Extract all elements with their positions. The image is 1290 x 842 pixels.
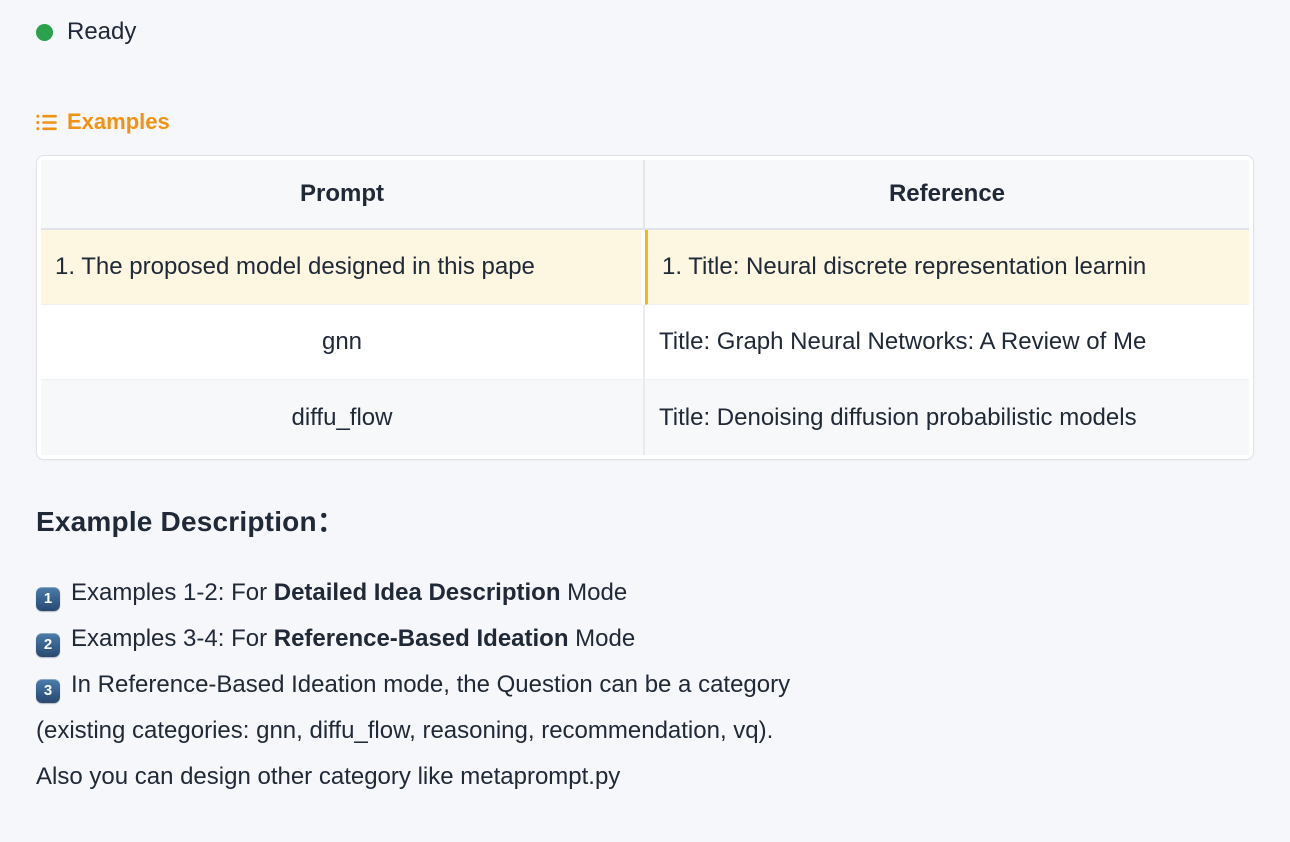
- description-text: Examples 1-2: For: [71, 579, 274, 606]
- keycap-3-icon: 3: [36, 679, 60, 703]
- table-header-row: Prompt Reference: [41, 160, 1249, 230]
- prompt-cell[interactable]: gnn: [41, 305, 645, 380]
- description-line: 1 Examples 1-2: For Detailed Idea Descrip…: [36, 570, 1254, 616]
- description-text: (existing categories: gnn, diffu_flow, r…: [36, 717, 774, 744]
- bulleted-list-icon: [36, 112, 57, 133]
- examples-table: Prompt Reference 1. The proposed model d…: [41, 160, 1249, 455]
- reference-cell[interactable]: Title: Denoising diffusion probabilistic…: [645, 380, 1249, 455]
- description-bold-text: Reference-Based Ideation: [273, 625, 569, 652]
- reference-cell[interactable]: 1. Title: Neural discrete representation…: [645, 230, 1249, 305]
- column-header-prompt: Prompt: [41, 160, 645, 230]
- description-heading: Example Description：: [36, 506, 345, 537]
- status-ready-dot-icon: [36, 23, 53, 41]
- example-row[interactable]: 1. The proposed model designed in this p…: [41, 230, 1249, 305]
- description-lines: 1 Examples 1-2: For Detailed Idea Descrip…: [36, 570, 1254, 800]
- examples-table-card: Prompt Reference 1. The proposed model d…: [36, 155, 1254, 460]
- prompt-cell[interactable]: diffu_flow: [41, 380, 645, 455]
- status-text: Ready: [67, 18, 137, 45]
- prompt-cell[interactable]: 1. The proposed model designed in this p…: [41, 230, 645, 305]
- description-text: Examples 3-4: For: [71, 625, 274, 652]
- description-line: Also you can design other category like …: [36, 754, 1254, 800]
- description-text: In Reference-Based Ideation mode, the Qu…: [71, 671, 791, 698]
- keycap-1-icon: 1: [36, 587, 60, 611]
- description-line: 3 In Reference-Based Ideation mode, the Q…: [36, 662, 1254, 708]
- reference-cell[interactable]: Title: Graph Neural Networks: A Review o…: [645, 305, 1249, 380]
- description-text: Mode: [568, 625, 636, 652]
- column-header-reference: Reference: [645, 160, 1249, 230]
- keycap-2-icon: 2: [36, 633, 60, 657]
- examples-label-text: Examples: [67, 109, 170, 134]
- description-text: Mode: [560, 579, 628, 606]
- description-line: 2 Examples 3-4: For Reference-Based Ideat…: [36, 616, 1254, 662]
- status-row: Ready: [36, 19, 1254, 45]
- description-text: Also you can design other category like …: [36, 763, 621, 790]
- examples-section-header: Examples: [36, 109, 1254, 134]
- description-bold-text: Detailed Idea Description: [273, 579, 561, 606]
- description-line: (existing categories: gnn, diffu_flow, r…: [36, 708, 1254, 754]
